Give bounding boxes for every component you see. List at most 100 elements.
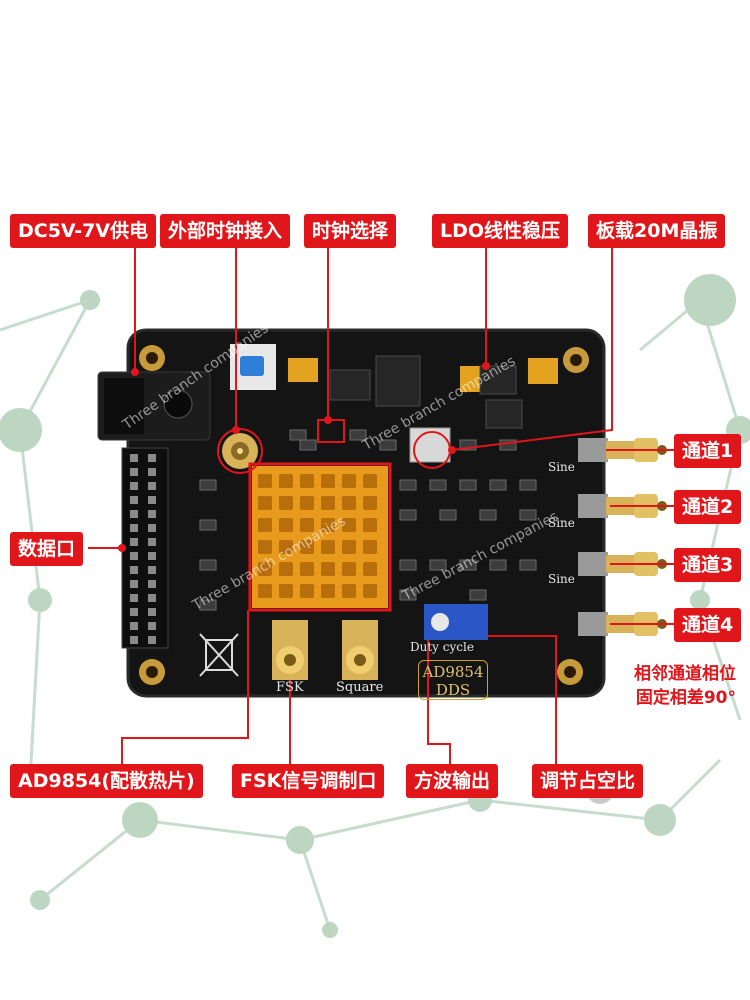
header-pin [148,552,156,560]
smd-component [199,599,217,611]
header-pin [148,496,156,504]
heatsink-fin [279,562,293,576]
header-pin [148,524,156,532]
crystal-oscillator [409,427,451,463]
callout-duty: 调节占空比 [532,764,644,798]
callout-data-port: 数据口 [10,532,84,566]
smd-component [399,589,417,601]
header-pin [148,538,156,546]
heatsink-fin [342,562,356,576]
callout-crystal: 板载20M晶振 [588,214,726,248]
leader-lines [88,246,676,766]
heatsink-fin [321,496,335,510]
sine-silkscreen-1: Sine [548,460,575,474]
header-pin [148,482,156,490]
header-pin [130,580,138,588]
header-pin [130,454,138,462]
chip-type: DDS [435,681,471,699]
smd-component [199,479,217,491]
header-pin [148,622,156,630]
heatsink-fin [258,518,272,532]
header-pin [130,468,138,476]
heatsink-fin [363,584,377,598]
smd-component [289,429,307,441]
heatsink-fin [363,518,377,532]
mounting-holes [139,345,589,685]
callout-ch4: 通道4 [674,608,742,642]
heatsink-fin [258,496,272,510]
ad9854-dds-silkscreen: AD9854 DDS [418,660,488,700]
heatsink-fin [321,540,335,554]
callout-ch1: 通道1 [674,434,742,468]
smd-component [399,559,417,571]
sma-mount [578,552,608,576]
callout-ad9854: AD9854(配散热片) [10,764,203,798]
heatsink-fin [258,562,272,576]
callout-clock-select: 时钟选择 [304,214,397,248]
heatsink-fin [258,540,272,554]
header-pin [130,510,138,518]
header-pin [148,594,156,602]
callout-square: 方波输出 [406,764,499,798]
ldo-regulators [329,355,523,429]
heatsink-fin [363,496,377,510]
heatsink-fin [321,584,335,598]
smd-component [399,479,417,491]
header-pin [130,482,138,490]
heatsink-fin [300,474,314,488]
heatsink-fin [363,540,377,554]
heatsink-fin [342,584,356,598]
callout-ldo: LDO线性稳压 [432,214,569,248]
sma-mount [578,612,608,636]
heatsink-fin [300,562,314,576]
sma-mount [578,494,608,518]
chip-name: AD9854 [422,663,484,681]
ext-clock-sma [222,433,258,469]
header-pin [130,566,138,574]
heatsink-fin [342,518,356,532]
callout-fsk: FSK信号调制口 [232,764,385,798]
header-pin [130,552,138,560]
header-pin [148,636,156,644]
heatsink-fin [279,518,293,532]
header-pin [148,580,156,588]
heatsink-fin [300,496,314,510]
header-pin [148,608,156,616]
smd-component [439,509,457,521]
heatsink-fin [342,474,356,488]
ad9854-heatsink [252,466,388,608]
smd-component [519,559,537,571]
heatsink-fin [321,474,335,488]
heatsink-fin [279,474,293,488]
header-pin [148,510,156,518]
callout-ch3: 通道3 [674,548,742,582]
heatsink-fin [258,474,272,488]
smd-component [399,509,417,521]
heatsink-fin [321,518,335,532]
heatsink-fin [258,584,272,598]
square-sma [342,620,378,680]
smd-component [379,439,397,451]
duty-cycle-silkscreen: Duty cycle [410,640,474,654]
clock-select-switch [230,344,276,390]
dc-power-jack [97,371,211,441]
heatsink-fin [342,496,356,510]
callout-ext-clock: 外部时钟接入 [160,214,291,248]
heatsink-fin [321,562,335,576]
smd-component [459,479,477,491]
heatsink-fin [300,584,314,598]
header-pin [130,524,138,532]
header-pin [130,594,138,602]
sma-mount [578,438,608,462]
sine-silkscreen-3: Sine [548,572,575,586]
weee-symbol [199,633,239,677]
smd-component [459,439,477,451]
phase-note: 相邻通道相位 固定相差90° [596,662,736,710]
header-pin [130,608,138,616]
heatsink-fin [300,540,314,554]
phase-note-line2: 固定相差90° [635,688,736,708]
callout-ch2: 通道2 [674,490,742,524]
smd-component [349,429,367,441]
smd-component [459,559,477,571]
